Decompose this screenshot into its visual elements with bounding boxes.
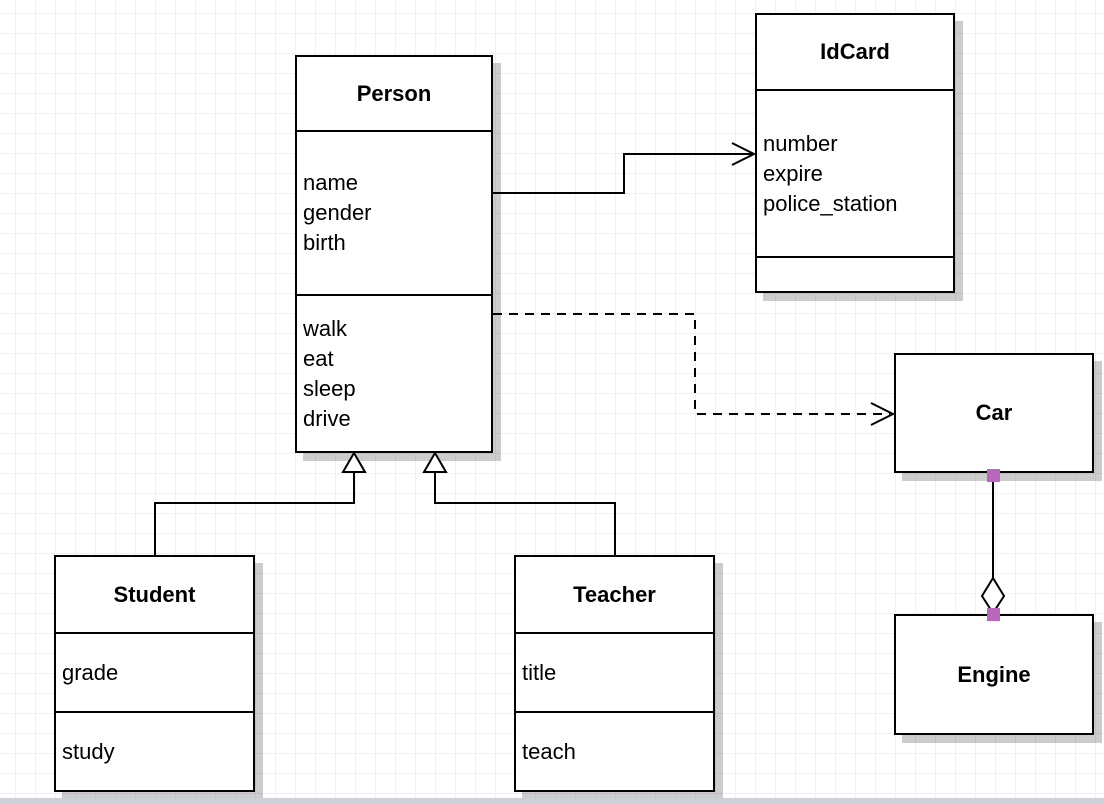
class-person-methods: walk eat sleep drive bbox=[297, 294, 491, 451]
class-person-title: Person bbox=[356, 80, 432, 106]
attribute: birth bbox=[303, 230, 346, 255]
class-person[interactable]: Person name gender birth walk eat sleep … bbox=[295, 55, 493, 453]
class-car[interactable]: Car bbox=[894, 353, 1094, 473]
aggregation-car-engine[interactable] bbox=[980, 469, 1006, 621]
association-person-idcard[interactable] bbox=[493, 142, 757, 194]
class-person-attributes: name gender birth bbox=[297, 130, 491, 294]
attribute: grade bbox=[62, 659, 119, 685]
class-engine-title: Engine bbox=[957, 661, 1031, 687]
class-idcard-attributes: number expire police_station bbox=[757, 89, 953, 256]
attribute: police_station bbox=[763, 190, 898, 216]
bottom-edge-bar bbox=[0, 798, 1104, 804]
attribute: gender bbox=[303, 200, 372, 225]
method: study bbox=[62, 738, 115, 764]
generalization-line[interactable] bbox=[434, 472, 616, 555]
attribute: name bbox=[303, 170, 359, 195]
hollow-diamond-icon bbox=[980, 576, 1006, 615]
class-student-title: Student bbox=[113, 581, 196, 607]
method: sleep bbox=[303, 375, 356, 401]
class-student-attributes: grade bbox=[56, 632, 253, 711]
class-teacher[interactable]: Teacher title teach bbox=[514, 555, 715, 792]
class-student[interactable]: Student grade study bbox=[54, 555, 255, 792]
class-idcard-title: IdCard bbox=[820, 39, 890, 64]
class-student-methods: study bbox=[56, 711, 253, 790]
method: walk bbox=[303, 315, 348, 341]
method: eat bbox=[303, 345, 334, 371]
hollow-triangle-icon bbox=[341, 451, 367, 473]
hollow-triangle-icon bbox=[422, 451, 448, 473]
attribute: title bbox=[522, 659, 557, 685]
dependency-person-car[interactable] bbox=[493, 313, 896, 426]
method: drive bbox=[303, 405, 351, 431]
method: teach bbox=[522, 738, 576, 764]
class-engine[interactable]: Engine bbox=[894, 614, 1094, 735]
generalization-teacher-person[interactable] bbox=[422, 451, 616, 555]
generalization-student-person[interactable] bbox=[154, 451, 367, 555]
dependency-line[interactable] bbox=[493, 313, 890, 415]
class-idcard[interactable]: IdCard number expire police_station bbox=[755, 13, 955, 293]
class-teacher-title: Teacher bbox=[573, 581, 656, 607]
open-arrowhead-icon bbox=[731, 142, 757, 166]
class-teacher-attributes: title bbox=[516, 632, 713, 711]
attribute: expire bbox=[763, 160, 823, 186]
class-car-title: Car bbox=[975, 400, 1013, 425]
attribute: number bbox=[763, 130, 838, 156]
class-idcard-methods bbox=[757, 256, 953, 291]
endpoint-handle[interactable] bbox=[987, 608, 1000, 621]
generalization-line[interactable] bbox=[154, 472, 355, 555]
class-teacher-methods: teach bbox=[516, 711, 713, 790]
association-line[interactable] bbox=[493, 153, 752, 194]
open-arrowhead-icon bbox=[870, 402, 896, 426]
endpoint-handle[interactable] bbox=[987, 469, 1000, 482]
